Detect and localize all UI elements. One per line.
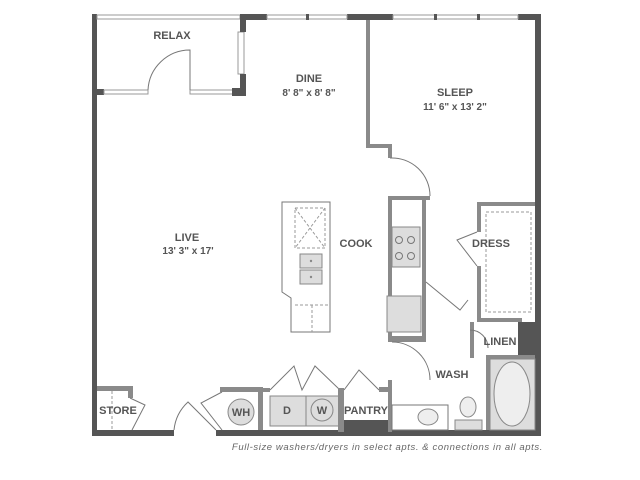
fixture-washer: W [317, 405, 328, 417]
fixture-dryer: D [283, 405, 291, 417]
room-label-cook: COOK [340, 238, 373, 250]
stove [391, 226, 421, 268]
room-label-store: STORE [99, 405, 137, 417]
room-dims-dine: 8' 8" x 8' 8" [282, 88, 335, 99]
room-label-dress: DRESS [472, 238, 510, 250]
room-label-relax: RELAX [153, 30, 191, 42]
room-label-sleep: SLEEP [437, 87, 473, 99]
room-dims-live: 13' 3" x 17' [162, 246, 213, 257]
kitchen-counter [386, 196, 469, 381]
room-label-pantry: PANTRY [344, 405, 389, 417]
kitchen-island [281, 201, 331, 333]
caption: Full-size washers/dryers in select apts.… [232, 442, 543, 453]
sleep-walls [366, 20, 535, 322]
bath [388, 322, 536, 432]
windows [96, 14, 519, 75]
room-label-live: LIVE [175, 232, 199, 244]
room-label-dine: DINE [296, 73, 322, 85]
closets [97, 365, 391, 432]
room-label-wash: WASH [436, 369, 469, 381]
relax-walls [97, 14, 246, 96]
room-label-linen: LINEN [484, 336, 517, 348]
room-dims-sleep: 11' 6" x 13' 2" [423, 102, 487, 113]
fixture-water-heater: WH [232, 407, 250, 419]
refrigerator [386, 295, 422, 333]
exterior-walls [92, 14, 541, 436]
